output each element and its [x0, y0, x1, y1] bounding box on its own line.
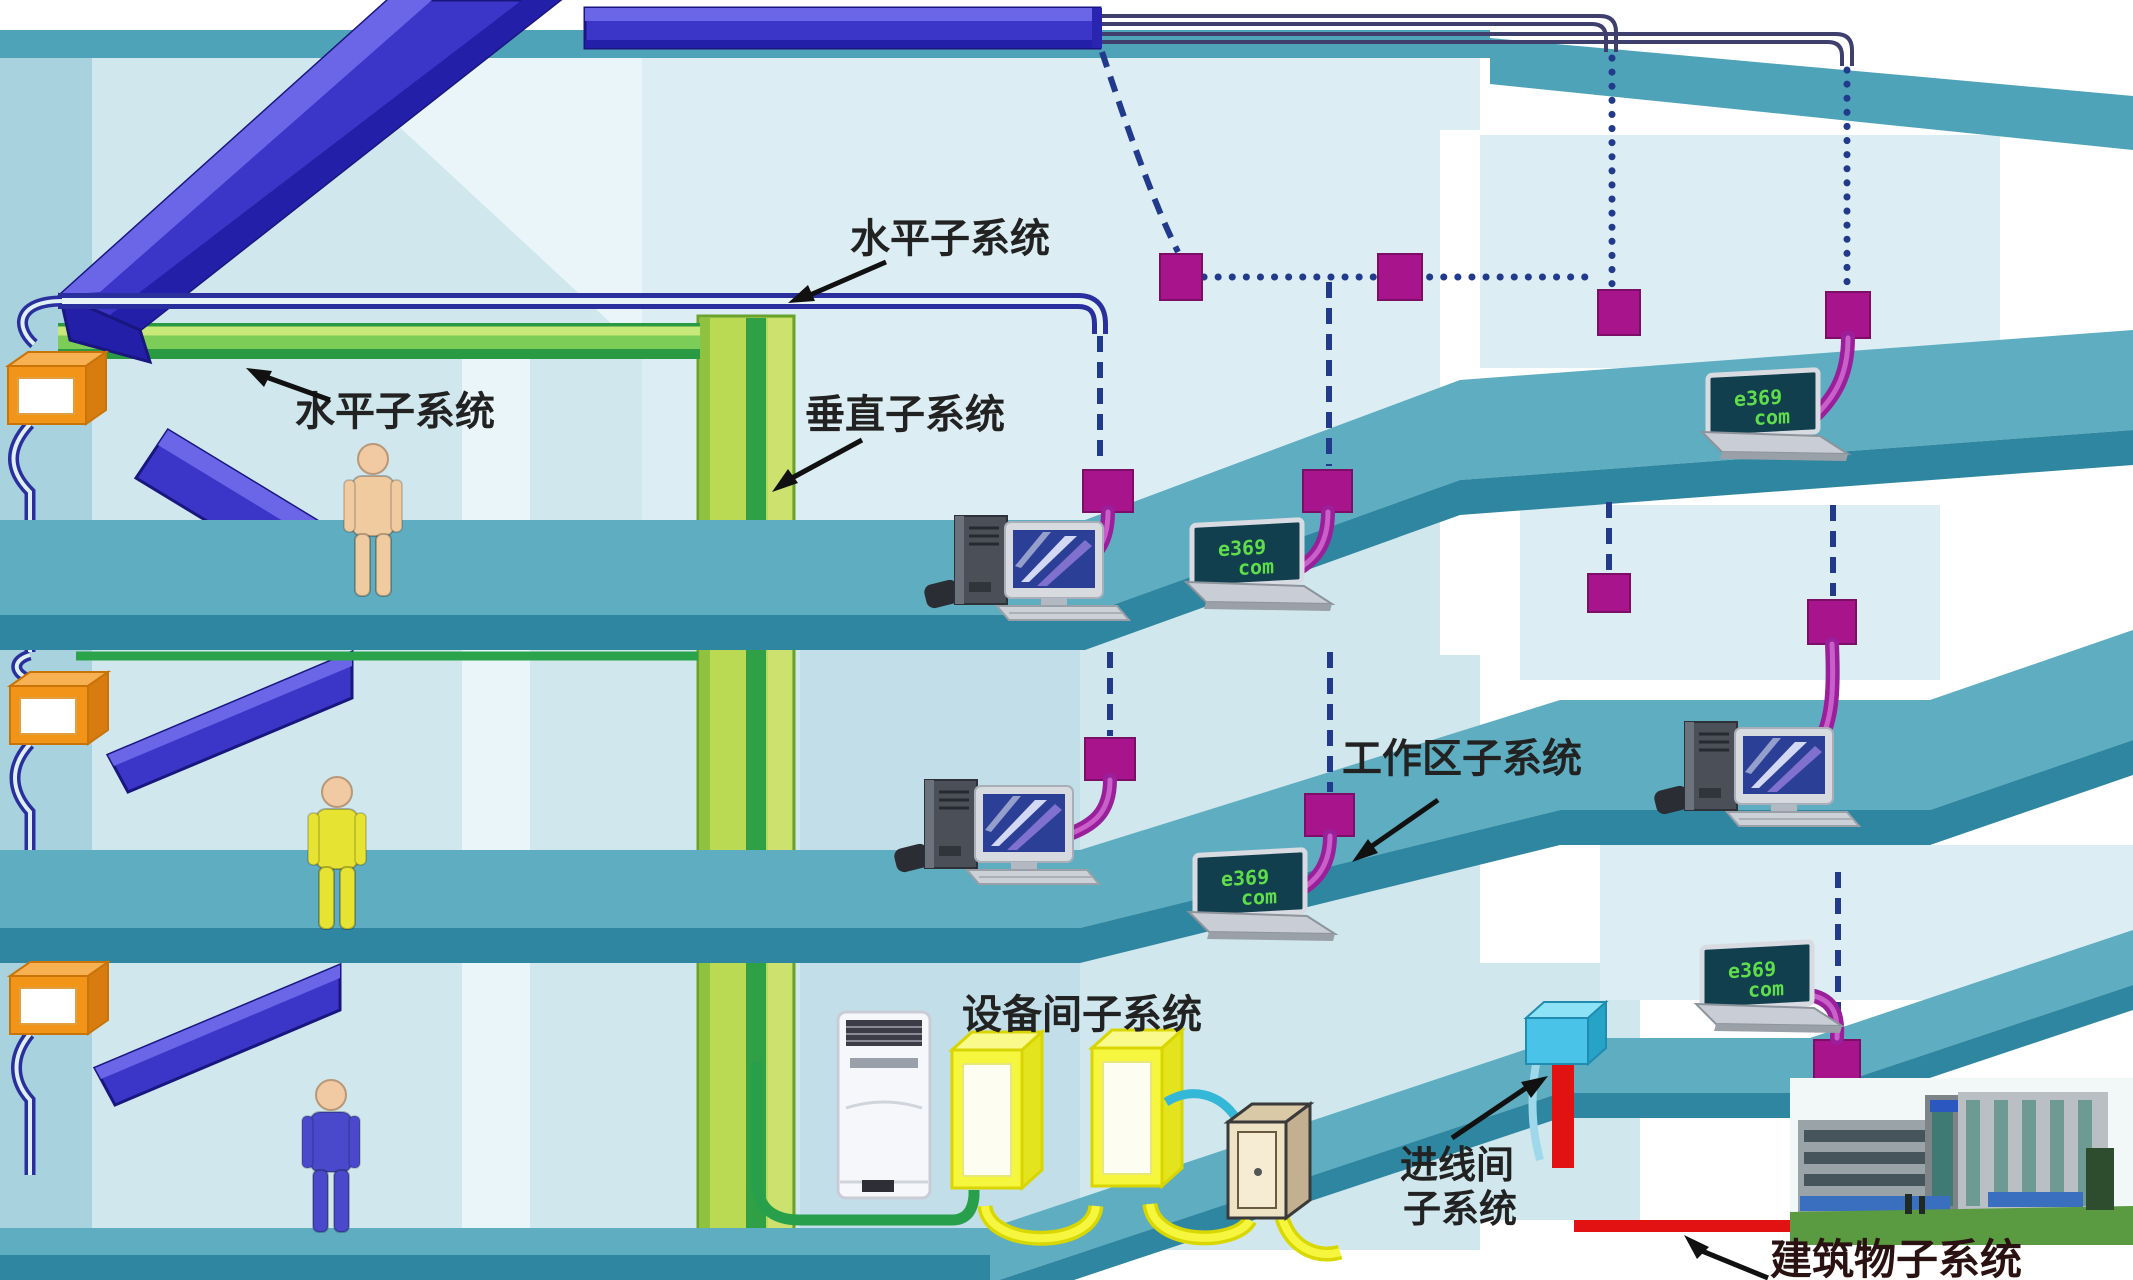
- green-horizontal-pipe: [58, 323, 700, 359]
- arrowhead-vertical: [772, 469, 798, 492]
- arrowhead-horizontal-top: [788, 285, 815, 303]
- outlet-floor2-right-spare: [1587, 573, 1631, 613]
- outlet-ceiling-1: [1159, 253, 1203, 301]
- floor-distributor-2: [9, 671, 109, 745]
- cyan-cable-to-safe: [1163, 1089, 1240, 1121]
- label-building-subsystem: 建筑物子系统: [1770, 1235, 2022, 1280]
- yellow-patch-cables: [977, 1202, 1343, 1262]
- outlet-floor1-laptop: [1302, 469, 1353, 513]
- vertical-green-duct: [696, 314, 796, 1252]
- floor3-right-drop: [1803, 872, 1861, 1085]
- outlet-ceiling-2: [1377, 253, 1423, 301]
- server-cabinet-2: [1090, 1028, 1184, 1188]
- building-photo: [1790, 1078, 2133, 1245]
- label-horizontal-subsystem-top: 水平子系统: [850, 216, 1050, 262]
- server-cabinet-1: [950, 1030, 1044, 1190]
- floor-distributor-1: [7, 351, 107, 425]
- air-conditioner-unit: [836, 1010, 932, 1200]
- label-entrance-subsystem-line1: 进线间: [1400, 1143, 1514, 1187]
- entrance-cyan-cube: [1525, 1017, 1589, 1065]
- arrowhead-entrance: [1521, 1076, 1548, 1098]
- label-vertical-subsystem: 垂直子系统: [805, 392, 1005, 438]
- equipment-room: [751, 1010, 1343, 1262]
- green-cable-to-racks: [751, 1062, 980, 1226]
- label-entrance-subsystem-line2: 子系统: [1403, 1187, 1517, 1231]
- entrance-facility: [1523, 999, 1800, 1232]
- arrowhead-building: [1684, 1235, 1709, 1259]
- floor-distributor-3: [9, 961, 109, 1035]
- annotations: 水平子系统 水平子系统 垂直子系统 工作区子系统 设备间子系统 进线间 子系统 …: [246, 216, 2022, 1280]
- label-work-area-subsystem: 工作区子系统: [1342, 736, 1582, 782]
- outlet-ceiling-3: [1597, 289, 1641, 336]
- outlet-floor2-laptop: [1304, 793, 1355, 837]
- arrowhead-work-area: [1352, 839, 1378, 862]
- outlet-floor2-right: [1807, 599, 1857, 645]
- entrance-red-riser: [1552, 1062, 1574, 1168]
- ceiling-wires: [1099, 14, 1854, 294]
- label-equipment-room-subsystem: 设备间子系统: [962, 992, 1202, 1038]
- left-riser-cable-loops: [8, 295, 63, 1175]
- backbone-blue-duct-diagonal: [57, 0, 563, 365]
- outlet-floor3-right: [1813, 1039, 1861, 1085]
- safe-cabinet: [1223, 1101, 1315, 1221]
- arrowhead-horizontal-left: [246, 368, 272, 387]
- label-horizontal-subsystem-left: 水平子系统: [295, 389, 495, 435]
- horizontal-blue-duct: [583, 6, 1102, 50]
- horizontal-cable-floor1: [58, 293, 1108, 334]
